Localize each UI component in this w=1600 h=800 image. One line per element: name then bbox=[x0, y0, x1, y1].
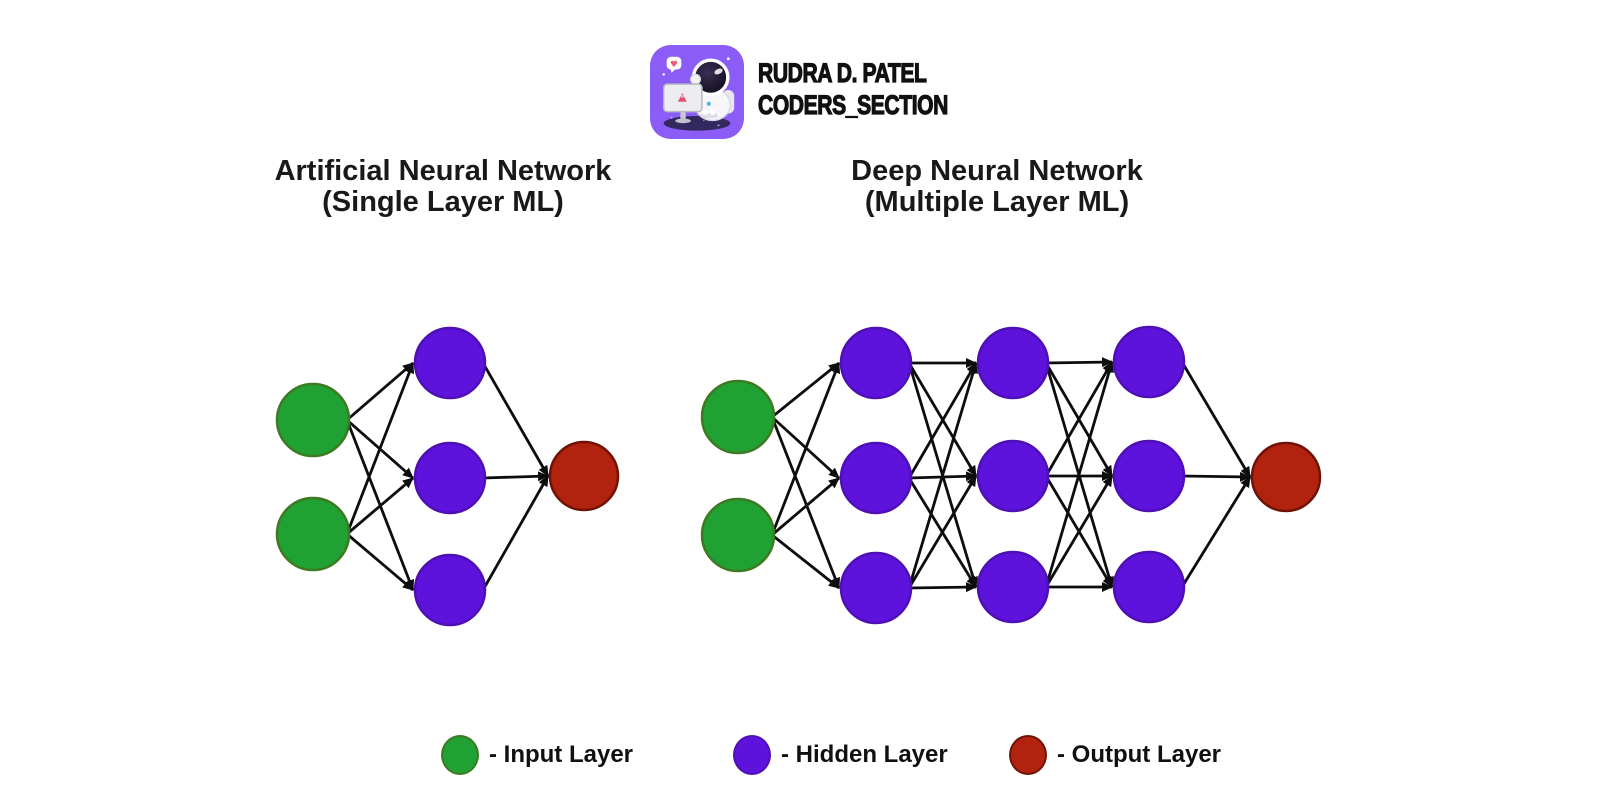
hidden-node bbox=[839, 551, 913, 625]
edge bbox=[1044, 361, 1114, 588]
output-layer-dot bbox=[1009, 735, 1047, 775]
hidden-node bbox=[839, 441, 913, 515]
brand-text: RUDRA D. PATEL CODERS_SECTION bbox=[758, 45, 1002, 121]
edge bbox=[771, 533, 840, 590]
edge bbox=[345, 362, 415, 535]
hidden-layer-dot bbox=[733, 735, 771, 775]
hidden-node bbox=[413, 553, 487, 627]
edge bbox=[907, 362, 978, 589]
edge bbox=[481, 475, 550, 591]
output-node bbox=[1250, 441, 1322, 513]
edge bbox=[771, 361, 840, 419]
ann-title-line2: (Single Layer ML) bbox=[322, 186, 564, 218]
edge bbox=[1044, 475, 1114, 588]
astronaut-at-computer-icon: ♥ bbox=[650, 45, 744, 139]
brand-handle: CODERS_SECTION bbox=[758, 89, 949, 120]
hidden-node bbox=[976, 439, 1050, 513]
hidden-node bbox=[976, 550, 1050, 624]
ann-title-line1: Artificial Neural Network bbox=[274, 155, 612, 187]
edge bbox=[481, 362, 550, 477]
edge bbox=[1180, 476, 1252, 588]
edge bbox=[907, 362, 978, 479]
svg-text:♥: ♥ bbox=[670, 60, 678, 70]
legend-item-output: - Output Layer bbox=[1009, 735, 1221, 775]
hidden-node bbox=[1112, 550, 1186, 624]
hidden-node bbox=[976, 326, 1050, 400]
edge bbox=[1045, 357, 1113, 368]
hidden-node bbox=[413, 326, 487, 400]
edge bbox=[771, 476, 840, 537]
hidden-node bbox=[839, 326, 913, 400]
edge bbox=[346, 476, 414, 536]
output-layer-label: - Output Layer bbox=[1057, 741, 1222, 768]
dnn-title-line1: Deep Neural Network bbox=[851, 155, 1143, 187]
dnn-title-line2: (Multiple Layer ML) bbox=[864, 186, 1130, 218]
input-node bbox=[700, 379, 776, 455]
edge bbox=[346, 532, 414, 592]
input-node bbox=[700, 497, 776, 573]
edge bbox=[1181, 471, 1251, 482]
edge bbox=[908, 582, 977, 593]
edge bbox=[907, 475, 978, 589]
hidden-node bbox=[413, 441, 487, 515]
edge bbox=[346, 361, 414, 422]
input-node bbox=[275, 496, 351, 572]
input-layer-label: - Input Layer bbox=[489, 741, 634, 768]
input-node bbox=[275, 382, 351, 458]
output-node bbox=[548, 440, 620, 512]
edge bbox=[770, 362, 841, 536]
brand-name: RUDRA D. PATEL bbox=[758, 57, 928, 88]
hidden-node bbox=[1112, 325, 1186, 399]
edge bbox=[1044, 361, 1114, 477]
edge bbox=[482, 471, 549, 482]
ann-title: Artificial Neural Network (Single Layer … bbox=[243, 156, 643, 218]
hidden-layer-label: - Hidden Layer bbox=[781, 741, 948, 768]
header: ♥ RUDRA D. PATEL CODERS_SECTION bbox=[650, 45, 1002, 139]
edge bbox=[1180, 361, 1252, 478]
edge bbox=[770, 416, 841, 589]
legend-item-hidden: - Hidden Layer bbox=[733, 735, 948, 775]
legend-item-input: - Input Layer bbox=[441, 735, 633, 775]
dnn-title: Deep Neural Network (Multiple Layer ML) bbox=[797, 156, 1197, 218]
input-layer-dot bbox=[441, 735, 479, 775]
hidden-node bbox=[1112, 439, 1186, 513]
